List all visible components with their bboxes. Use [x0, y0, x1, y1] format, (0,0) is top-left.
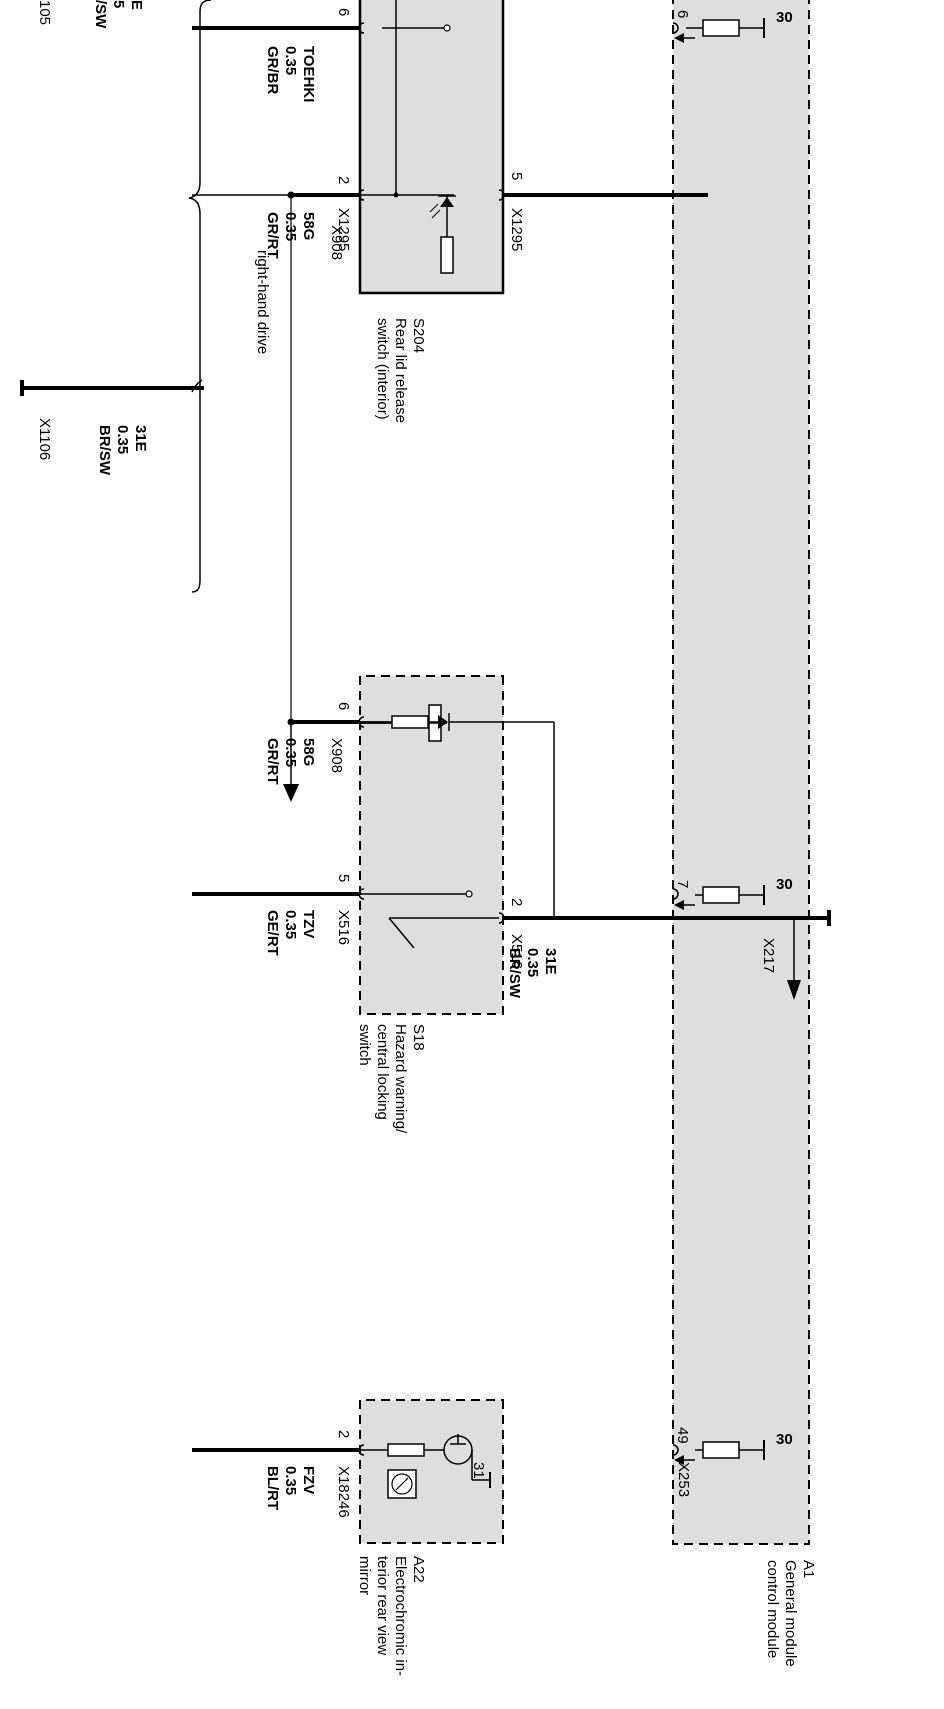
x217-arrow	[787, 980, 801, 1000]
a22-name-line-2: terior rear view	[374, 1556, 391, 1655]
a1-supply-label-b: 30	[776, 876, 793, 893]
a22-pin-2: 2	[335, 1430, 352, 1438]
s18-switch-blade	[388, 917, 415, 949]
s18-tzv-size: 0.35	[282, 910, 299, 939]
a22-id: A22	[410, 1556, 427, 1583]
s204-58g-signal: 58G	[300, 212, 317, 240]
s204-pin-5: 5	[508, 172, 525, 180]
a1-connector-c: X253	[675, 1462, 692, 1497]
top-cut-connector: 105	[36, 0, 53, 25]
a1-supply-label-c: 30	[776, 1431, 793, 1448]
ground-wire-size: 0.35	[114, 425, 131, 454]
s18-58g-signal: 58G	[300, 738, 317, 766]
ground-wire-color: BR/SW	[96, 425, 113, 476]
a22-name-line-3: mirror	[356, 1556, 373, 1595]
s18-id: S18	[410, 1024, 427, 1051]
s18-splice-x908: X908	[328, 738, 345, 773]
s18-pin-2: 2	[508, 898, 525, 906]
a1-pin-b: 7	[674, 880, 691, 888]
a22-connector: X18246	[335, 1466, 352, 1518]
s18-resistor	[391, 715, 429, 729]
a1-name-line-2: control module	[764, 1560, 781, 1658]
s204-toehki-color: GR/BR	[264, 46, 281, 95]
s204-58g-color: GR/RT	[264, 212, 281, 259]
s18-conn-left: X516	[508, 934, 525, 969]
top-cut-wire-line-3: /SW	[92, 0, 109, 29]
top-cut-wire-line-1: E	[128, 0, 145, 10]
s204-name-line-2: switch (interior)	[374, 318, 391, 420]
s18-name-line-2: central locking	[374, 1024, 391, 1120]
a22-internals	[360, 1434, 491, 1499]
rhd-brace	[188, 0, 212, 593]
s18-pin-5: 5	[335, 874, 352, 882]
rhd-label: right-hand drive	[254, 250, 271, 354]
ground-wire-connector: X1106	[36, 418, 53, 460]
s18-58g-color: GR/RT	[264, 738, 281, 785]
s204-conn-left: X1295	[508, 208, 525, 251]
s18-tzv-color: GE/RT	[264, 910, 281, 956]
s18-31e-signal: 31E	[542, 948, 559, 975]
s204-box	[358, 0, 505, 295]
s18-led-diode	[438, 715, 448, 729]
s204-splice-x908: X908	[328, 225, 345, 260]
a1-module-box	[672, 0, 810, 1545]
s18-tzv-signal: TZV	[300, 910, 317, 938]
s204-toehki-size: 0.35	[282, 46, 299, 75]
s204-name-line-1: Rear lid release	[392, 318, 409, 423]
a22-fzv-color: BL/RT	[264, 1466, 281, 1510]
s204-conn-right: X1295	[335, 208, 352, 251]
a1-id: A1	[800, 1560, 817, 1578]
a1-pin-group-b	[674, 885, 765, 910]
a22-fzv-size: 0.35	[282, 1466, 299, 1495]
x908-arrow	[283, 722, 299, 802]
ground-wire-signal: 31E	[132, 425, 149, 452]
a1-supply-label-a: 30	[776, 9, 793, 26]
top-cut-wire-line-2: 5	[110, 0, 127, 8]
a1-pin-c: 49	[674, 1427, 691, 1444]
a22-name-line-1: Electrochromic in-	[392, 1556, 409, 1676]
s204-pin-2: 2	[335, 176, 352, 184]
s18-31e-color: BR/SW	[506, 948, 523, 999]
a1-pin-group-c	[674, 1440, 765, 1465]
a1-pin-a: 6	[674, 10, 691, 18]
ground-wire-x1106	[20, 379, 204, 396]
s18-switch-contact	[465, 890, 473, 898]
s18-box	[359, 675, 504, 1015]
s18-conn-right: X516	[335, 910, 352, 945]
a22-ground-label: 31	[470, 1462, 487, 1479]
s18-31e-size: 0.35	[524, 948, 541, 977]
s18-x217: X217	[760, 938, 777, 973]
a22-fzv-signal: FZV	[300, 1466, 317, 1494]
s18-name-line-3: switch	[356, 1024, 373, 1066]
a22-box	[359, 1399, 504, 1544]
s204-id: S204	[410, 318, 427, 353]
s18-name-line-1: Hazard warning/	[392, 1024, 409, 1134]
a1-name-line-1: General module	[782, 1560, 799, 1667]
s204-toehki-signal: TOEHKI	[300, 46, 317, 102]
a1-pin-group-a	[674, 18, 765, 43]
s18-pin-6: 6	[335, 702, 352, 710]
s204-pin-6: 6	[335, 8, 352, 16]
